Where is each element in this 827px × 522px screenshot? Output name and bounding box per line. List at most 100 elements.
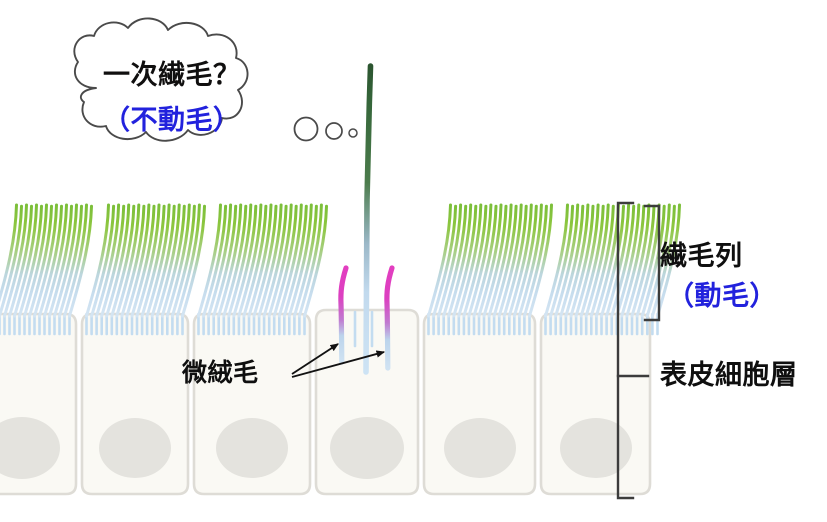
motile-cilium: [564, 203, 590, 318]
microvillus-right: [384, 265, 395, 371]
motile-cilium: [68, 204, 93, 318]
motile-cilium: [579, 204, 605, 318]
inner-bracket: [643, 204, 661, 322]
motile-cilium: [589, 204, 615, 318]
motile-cilium: [85, 203, 110, 318]
motile-cilium: [155, 203, 181, 318]
thought-trail-circle-medium: [325, 122, 343, 140]
cell-body: [80, 312, 190, 496]
motile-cilium: [303, 204, 328, 318]
motile-cilium: [23, 203, 48, 318]
motile-cilium: [549, 204, 575, 318]
motile-cilium: [282, 204, 308, 318]
cell-nucleus: [560, 418, 632, 478]
motile-cilium: [457, 203, 483, 318]
outer-bracket: [616, 201, 635, 500]
motile-cilium: [53, 203, 78, 318]
motile-cilium: [287, 203, 313, 318]
motile-cilium: [202, 204, 228, 318]
cell-body: [539, 312, 652, 496]
motile-cilium: [90, 204, 116, 318]
motile-cilium: [267, 203, 293, 318]
motile-cilium: [447, 203, 473, 318]
motile-cilium: [237, 203, 263, 318]
motile-cilium: [554, 203, 580, 318]
motile-cilium: [0, 203, 18, 303]
motile-cilium: [427, 203, 452, 318]
cell-body: [192, 312, 312, 496]
motile-cilium: [242, 204, 268, 318]
thought-bubble-line-1: 一次繊毛？: [103, 60, 241, 91]
motile-cilium: [559, 204, 585, 318]
motile-cilium: [197, 203, 222, 318]
motile-cilium: [18, 204, 43, 318]
motile-cilium: [452, 204, 478, 318]
motile-cilium: [150, 204, 176, 318]
motile-cilium: [620, 204, 646, 318]
motile-cilium: [477, 203, 503, 318]
motile-cilium: [462, 204, 488, 318]
motile-cilium: [257, 203, 283, 318]
motile-cilium: [3, 203, 28, 318]
label-microvilli: 微絨毛: [182, 358, 259, 387]
motile-cilium: [569, 204, 595, 318]
thought-trail-circle-small: [348, 128, 358, 138]
motile-cilium: [528, 203, 553, 318]
motile-cilium: [610, 204, 636, 318]
microvillus-left: [338, 265, 349, 365]
motile-cilium: [502, 204, 528, 318]
motile-cilium: [522, 204, 548, 318]
motile-cilium: [497, 203, 523, 318]
cell-nucleus: [0, 417, 60, 479]
motile-cilium: [170, 204, 196, 318]
cell-nucleus: [216, 418, 288, 478]
motile-cilium: [472, 204, 498, 318]
motile-cilium: [432, 204, 458, 318]
motile-cilium: [48, 204, 73, 318]
cell-body: [422, 312, 537, 496]
motile-cilium: [507, 203, 533, 318]
motile-cilium: [33, 203, 58, 318]
motile-cilium: [120, 204, 146, 318]
motile-cilium: [252, 204, 278, 318]
motile-cilium: [492, 204, 518, 318]
microvilli-group: [338, 265, 395, 371]
motile-cilium: [105, 203, 131, 318]
primary-cilium: [363, 63, 374, 375]
motile-cilium: [140, 204, 166, 318]
motile-cilium: [640, 204, 666, 318]
motile-cilium: [247, 203, 273, 318]
motile-cilium: [95, 203, 121, 318]
motile-cilium: [277, 203, 303, 318]
label-cilia-row: 繊毛列: [660, 241, 743, 272]
arrow-to-left-microvillus: [291, 343, 339, 375]
motile-cilium: [43, 203, 68, 318]
arrow-to-right-microvillus: [291, 350, 386, 378]
motile-cilium: [181, 204, 206, 318]
motile-cilium: [625, 203, 651, 318]
label-epidermal-cell-layer: 表皮細胞層: [660, 360, 798, 391]
motile-cilium: [28, 204, 53, 318]
motile-cilium: [222, 204, 248, 318]
label-cilia-row-motile: （動毛）: [667, 281, 777, 312]
motile-cilium: [487, 203, 513, 318]
motile-cilium: [115, 203, 141, 318]
motile-cilium: [58, 204, 83, 318]
motile-cilium: [615, 203, 641, 318]
motile-cilium: [130, 204, 156, 318]
motile-cilium: [8, 204, 33, 318]
thought-bubble: [73, 17, 358, 142]
cell-nucleus: [330, 417, 404, 479]
motile-cilium: [272, 204, 298, 318]
microvilli-pointer-arrows: [291, 343, 386, 378]
motile-cilium: [63, 203, 88, 318]
motile-cilium: [135, 203, 161, 318]
motile-cilium: [517, 203, 543, 318]
motile-cilium: [297, 203, 323, 318]
motile-cilium: [175, 203, 201, 318]
motile-cilium: [145, 203, 171, 318]
motile-cilium: [100, 204, 126, 318]
cell-nucleus: [444, 418, 516, 478]
